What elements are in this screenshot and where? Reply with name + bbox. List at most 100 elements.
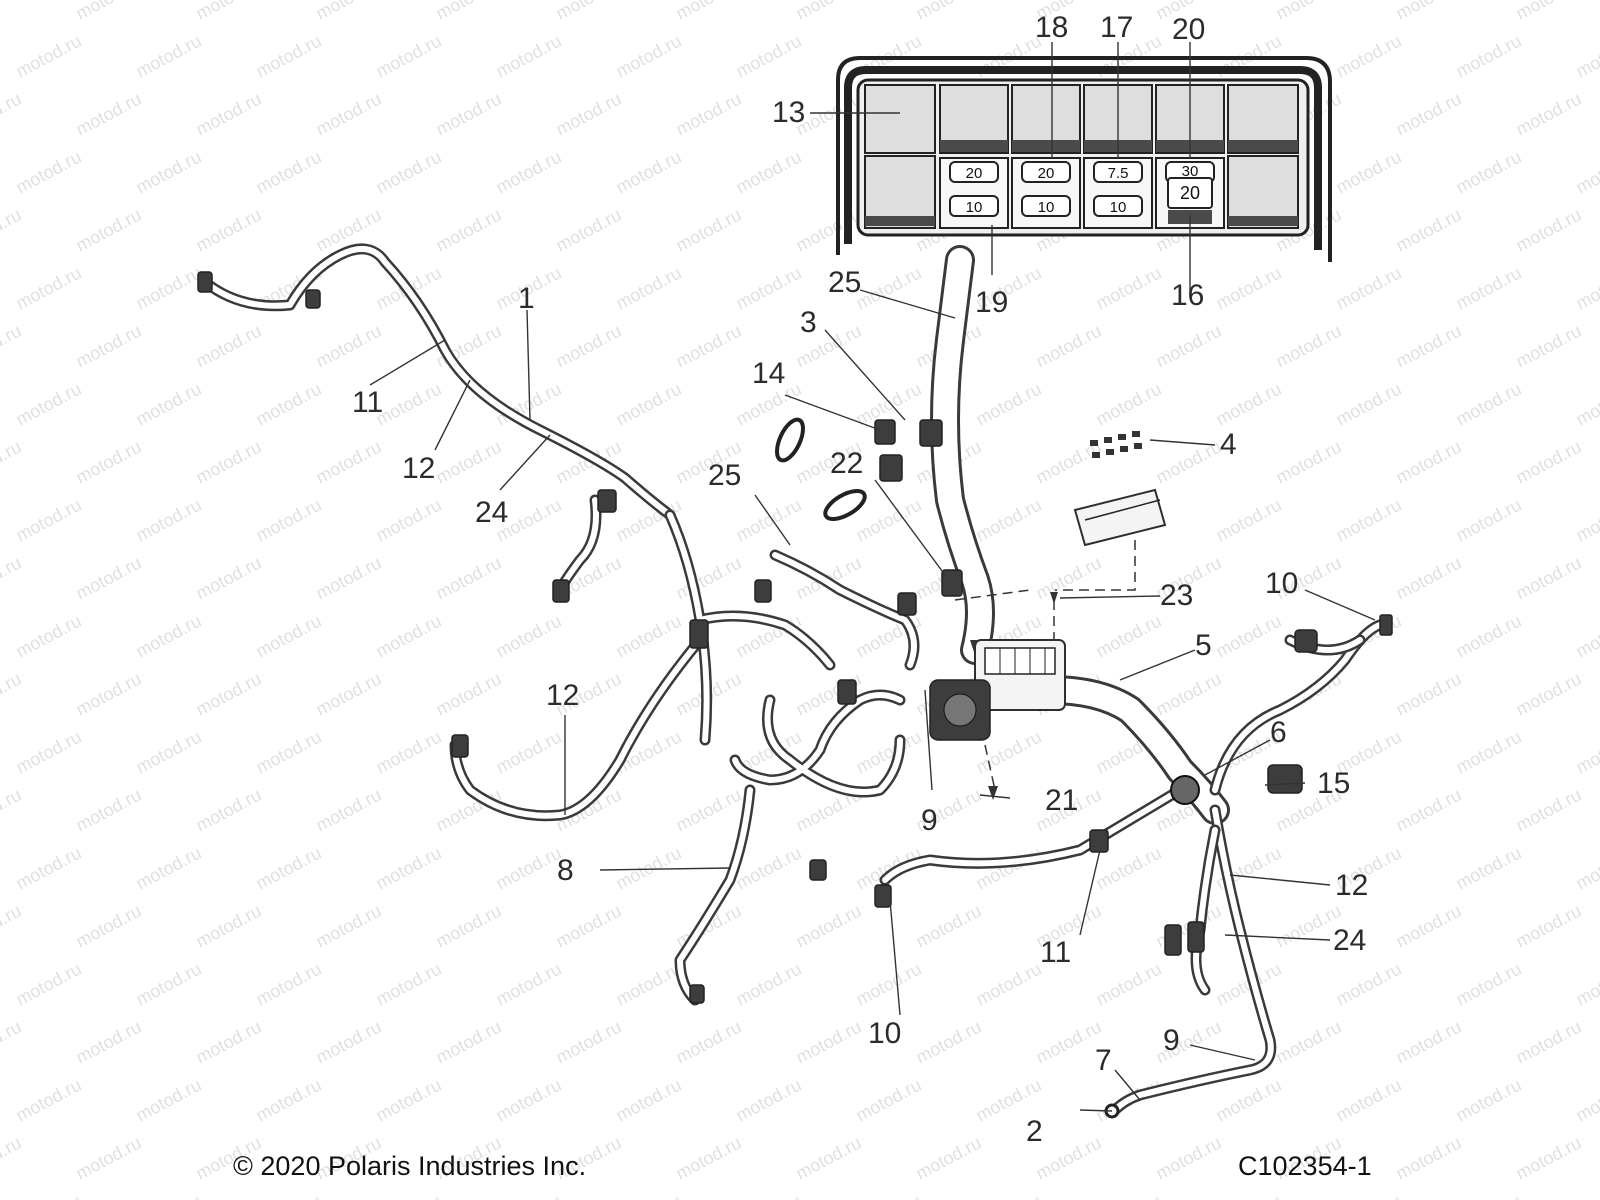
- watermark-text: motod.ru: [1512, 785, 1584, 836]
- watermark-text: motod.ru: [312, 785, 384, 836]
- watermark-text: motod.ru: [1392, 1133, 1464, 1184]
- watermark-text: motod.ru: [432, 669, 504, 720]
- watermark-text: motod.ru: [1332, 1075, 1404, 1126]
- watermark-text: motod.ru: [0, 205, 25, 256]
- leader-lines: [369, 42, 1376, 1112]
- callout-17: 17: [1100, 11, 1133, 44]
- watermark-text: motod.ru: [132, 843, 204, 894]
- watermark-text: motod.ru: [1392, 1017, 1464, 1068]
- callout-21: 21: [1045, 784, 1078, 817]
- fuse-box-detail: 20 20 7.5 30 10 10 10 20: [836, 56, 1332, 262]
- watermark-text: motod.ru: [12, 727, 84, 778]
- watermark-text: motod.ru: [1512, 321, 1584, 372]
- callout-16: 16: [1171, 279, 1204, 312]
- watermark-text: motod.ru: [252, 31, 324, 82]
- callout-4: 4: [1220, 428, 1237, 461]
- watermark-text: motod.ru: [912, 901, 984, 952]
- watermark-text: motod.ru: [1572, 31, 1600, 82]
- fuse-rating: 10: [1038, 199, 1055, 216]
- watermark-text: motod.ru: [192, 321, 264, 372]
- control-module: [1073, 431, 1167, 547]
- watermark-text: motod.ru: [1272, 0, 1344, 24]
- watermark-text: motod.ru: [792, 205, 864, 256]
- callout-2: 2: [1026, 1115, 1043, 1148]
- watermark-text: motod.ru: [672, 205, 744, 256]
- watermark-text: motod.ru: [372, 495, 444, 546]
- watermark-text: motod.ru: [1512, 89, 1584, 140]
- callout-12: 12: [546, 679, 579, 712]
- watermark-text: motod.ru: [132, 611, 204, 662]
- watermark-text: motod.ru: [12, 1075, 84, 1126]
- watermark-text: motod.ru: [1332, 31, 1404, 82]
- watermark-text: motod.ru: [972, 495, 1044, 546]
- watermark-text: motod.ru: [1392, 0, 1464, 24]
- watermark-text: motod.ru: [192, 669, 264, 720]
- watermark-text: motod.ru: [0, 321, 25, 372]
- watermark-text: motod.ru: [1512, 1133, 1584, 1184]
- callout-10: 10: [1265, 567, 1298, 600]
- watermark-text: motod.ru: [1332, 147, 1404, 198]
- watermark-text: motod.ru: [1452, 959, 1524, 1010]
- callout-12: 12: [402, 452, 435, 485]
- watermark-text: motod.ru: [912, 1133, 984, 1184]
- watermark-text: motod.ru: [1212, 495, 1284, 546]
- watermark-text: motod.ru: [312, 321, 384, 372]
- watermark-text: motod.ru: [12, 31, 84, 82]
- watermark-text: motod.ru: [252, 843, 324, 894]
- watermark-text: motod.ru: [1512, 1017, 1584, 1068]
- watermark-text: motod.ru: [1392, 437, 1464, 488]
- watermark-text: motod.ru: [12, 147, 84, 198]
- callout-9: 9: [921, 804, 938, 837]
- watermark-text: motod.ru: [1512, 669, 1584, 720]
- watermark-text: motod.ru: [12, 495, 84, 546]
- watermark-text: motod.ru: [252, 1191, 324, 1200]
- watermark-text: motod.ru: [12, 611, 84, 662]
- callout-23: 23: [1160, 579, 1193, 612]
- watermark-text: motod.ru: [732, 959, 804, 1010]
- watermark-text: motod.ru: [552, 89, 624, 140]
- watermark-text: motod.ru: [432, 437, 504, 488]
- watermark-text: motod.ru: [132, 1075, 204, 1126]
- watermark-text: motod.ru: [732, 147, 804, 198]
- watermark-text: motod.ru: [1452, 263, 1524, 314]
- watermark-text: motod.ru: [192, 785, 264, 836]
- watermark-text: motod.ru: [1452, 727, 1524, 778]
- watermark-text: motod.ru: [432, 89, 504, 140]
- watermark-text: motod.ru: [0, 785, 25, 836]
- watermark-text: motod.ru: [1452, 379, 1524, 430]
- watermark-text: motod.ru: [1572, 843, 1600, 894]
- watermark-text: motod.ru: [1572, 263, 1600, 314]
- watermark-text: motod.ru: [192, 437, 264, 488]
- watermark-text: motod.ru: [1332, 495, 1404, 546]
- watermark-text: motod.ru: [1572, 1191, 1600, 1200]
- watermark-text: motod.ru: [72, 205, 144, 256]
- watermark-text: motod.ru: [12, 1191, 84, 1200]
- watermark-text: motod.ru: [372, 611, 444, 662]
- watermark-text: motod.ru: [1392, 669, 1464, 720]
- watermark-text: motod.ru: [1452, 843, 1524, 894]
- watermark-text: motod.ru: [1452, 611, 1524, 662]
- watermark-text: motod.ru: [1572, 1075, 1600, 1126]
- watermark-text: motod.ru: [192, 205, 264, 256]
- callout-3: 3: [800, 306, 817, 339]
- watermark-text: motod.ru: [1332, 1191, 1404, 1200]
- watermark-text: motod.ru: [372, 379, 444, 430]
- callout-24: 24: [1333, 924, 1366, 957]
- watermark-text: motod.ru: [1212, 379, 1284, 430]
- watermark-text: motod.ru: [852, 1191, 924, 1200]
- watermark-text: motod.ru: [432, 205, 504, 256]
- watermark-text: motod.ru: [12, 959, 84, 1010]
- watermark-text: motod.ru: [612, 31, 684, 82]
- callout-1: 1: [518, 282, 535, 315]
- watermark-text: motod.ru: [552, 1017, 624, 1068]
- watermark-text: motod.ru: [372, 1075, 444, 1126]
- watermark-text: motod.ru: [552, 205, 624, 256]
- watermark-text: motod.ru: [1032, 321, 1104, 372]
- watermark-text: motod.ru: [972, 959, 1044, 1010]
- watermark-text: motod.ru: [72, 553, 144, 604]
- watermark-text: motod.ru: [192, 89, 264, 140]
- callout-20: 20: [1172, 13, 1205, 46]
- callout-11: 11: [1040, 936, 1071, 969]
- watermark-text: motod.ru: [312, 437, 384, 488]
